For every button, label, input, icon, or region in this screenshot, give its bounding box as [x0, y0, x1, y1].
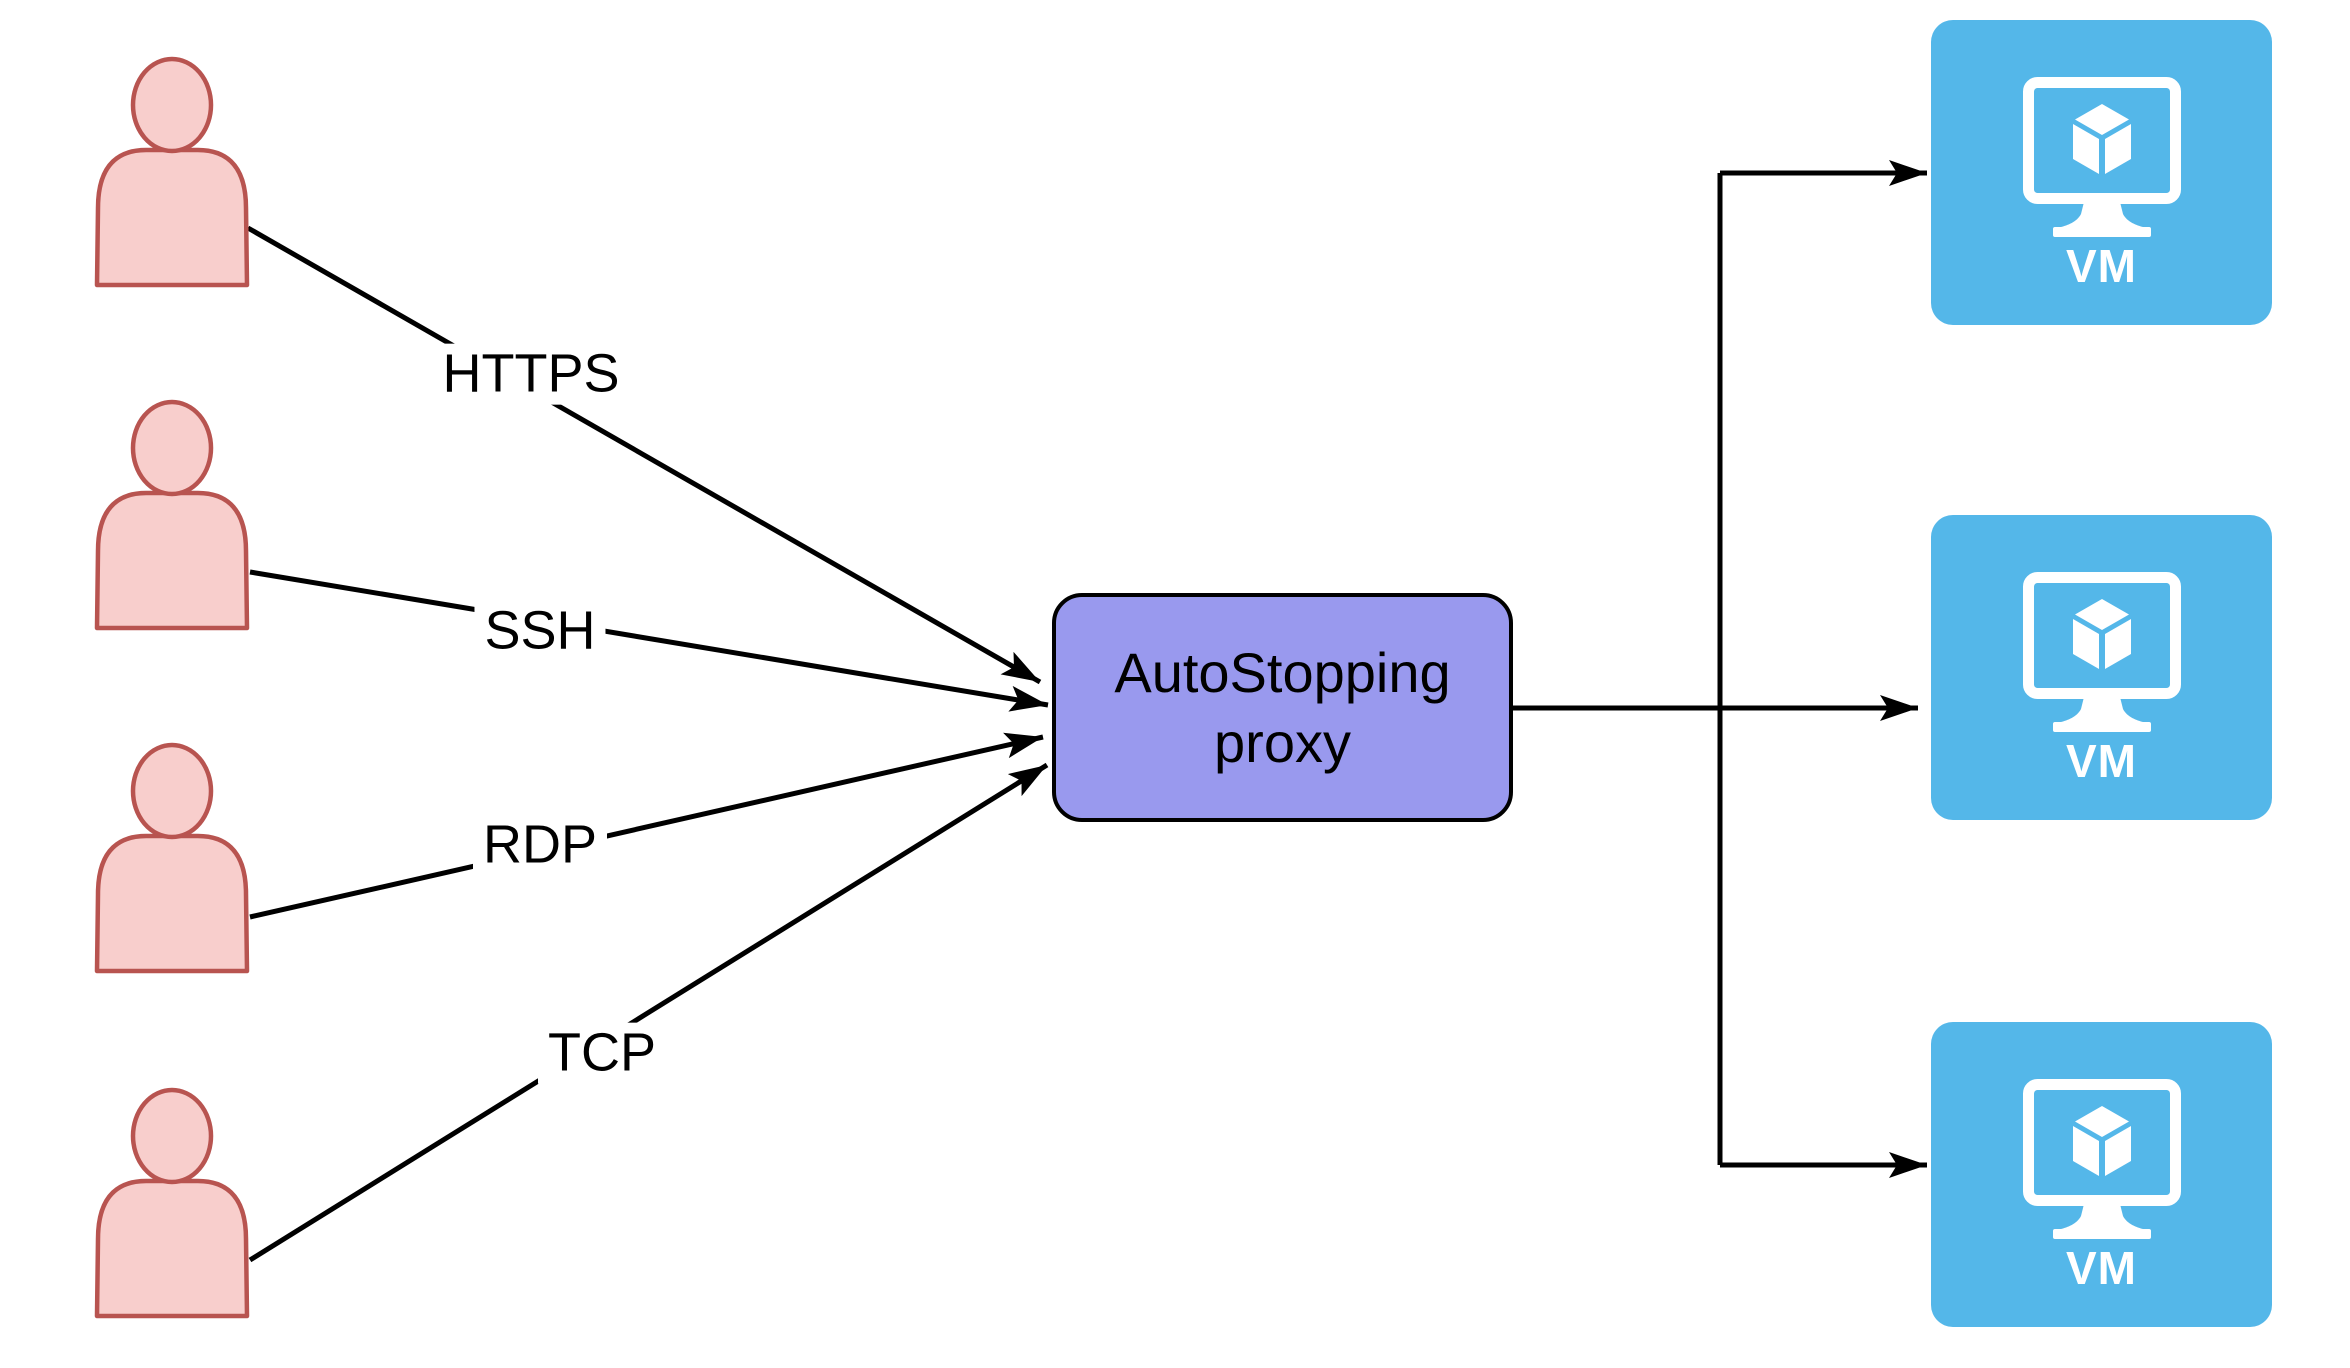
user-head — [130, 742, 214, 840]
user-body — [94, 1178, 250, 1319]
monitor-frame — [2022, 572, 2181, 699]
monitor-stand — [2060, 1200, 2143, 1229]
vm-node-1: VM — [1931, 20, 2272, 325]
cube-icon — [2072, 1106, 2131, 1176]
user-head — [130, 56, 214, 154]
vm-label: VM — [2066, 1242, 2137, 1294]
vm-label: VM — [2066, 240, 2137, 292]
monitor-base — [2052, 227, 2151, 237]
user-icon-1 — [94, 56, 250, 288]
cube-icon — [2072, 599, 2131, 669]
protocol-label-ssh: SSH — [474, 600, 606, 662]
monitor-base — [2052, 722, 2151, 732]
proxy-label-line1: AutoStopping — [1114, 640, 1451, 704]
wire-https — [246, 225, 1042, 685]
protocol-label-tcp: TCP — [538, 1022, 666, 1084]
vm-monitor-icon — [2022, 1079, 2181, 1239]
monitor-frame — [2022, 77, 2181, 204]
monitor-stand — [2060, 693, 2143, 722]
vm-node-3: VM — [1931, 1022, 2272, 1327]
vm-monitor-icon — [2022, 572, 2181, 732]
user-icon-2 — [94, 399, 250, 631]
monitor-stand — [2060, 198, 2143, 227]
monitor-frame — [2022, 1079, 2181, 1206]
autostopping-proxy-node: AutoStopping proxy — [1052, 593, 1513, 822]
user-body — [94, 833, 250, 974]
user-icon-3 — [94, 742, 250, 974]
vm-node-2: VM — [1931, 515, 2272, 820]
vm-monitor-icon — [2022, 77, 2181, 237]
wire-rdp — [249, 732, 1044, 920]
user-icon-4 — [94, 1087, 250, 1319]
user-head — [130, 1087, 214, 1185]
cube-icon — [2072, 104, 2131, 174]
protocol-label-https: HTTPS — [432, 343, 630, 405]
monitor-base — [2052, 1229, 2151, 1239]
protocol-label-rdp: RDP — [472, 814, 608, 876]
wire-tcp — [248, 762, 1049, 1263]
user-body — [94, 147, 250, 288]
user-head — [130, 399, 214, 497]
vm-label: VM — [2066, 735, 2137, 787]
proxy-label-line2: proxy — [1214, 710, 1351, 774]
wire-ssh — [249, 569, 1049, 712]
user-body — [94, 490, 250, 631]
